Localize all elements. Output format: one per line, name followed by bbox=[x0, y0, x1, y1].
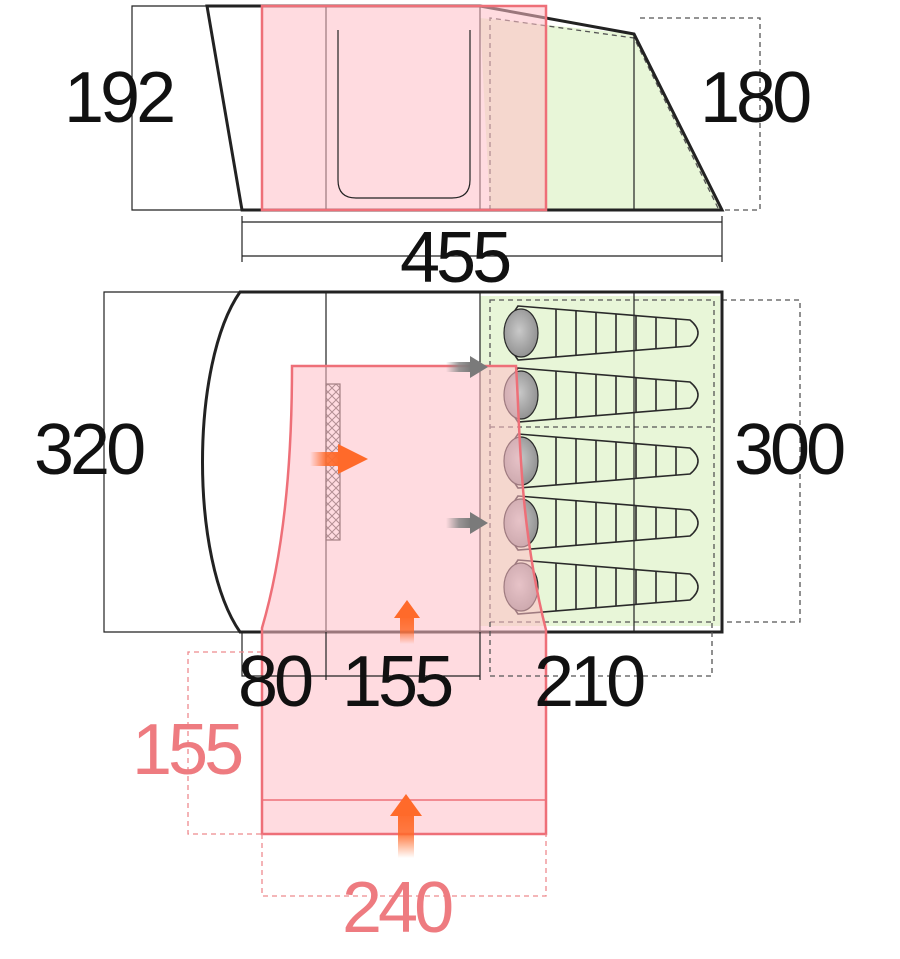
inner-width-label: 300 bbox=[734, 410, 844, 490]
awning-depth-bracket bbox=[187, 651, 262, 835]
total-length-dimension: 455 bbox=[241, 216, 723, 298]
side-rear-height-label: 180 bbox=[700, 58, 810, 138]
awning-floor bbox=[260, 364, 548, 836]
sleeping-bag bbox=[503, 305, 699, 361]
side-front-height-label: 192 bbox=[64, 58, 173, 138]
segment-bracket bbox=[241, 632, 480, 677]
entry-arrow-front bbox=[394, 600, 420, 644]
living-length-label: 155 bbox=[342, 642, 452, 722]
floor-width-bracket bbox=[103, 291, 242, 633]
side-rear-height-bracket bbox=[640, 17, 761, 211]
floor-plan: 320 300 80 155 210 155 240 bbox=[34, 290, 848, 948]
awning-width-bracket bbox=[261, 834, 547, 897]
awning-depth-label: 155 bbox=[132, 710, 242, 790]
awning-width-label: 240 bbox=[342, 868, 452, 948]
inner-width-bracket bbox=[722, 299, 801, 623]
floor-width-label: 320 bbox=[34, 410, 144, 490]
door-arrow-upper bbox=[446, 356, 488, 378]
side-awning bbox=[260, 4, 548, 212]
entry-arrow-side bbox=[310, 444, 368, 474]
total-length-label: 455 bbox=[400, 218, 510, 298]
floor-tent-outline bbox=[201, 290, 724, 634]
side-inner-dashed-outline bbox=[489, 17, 719, 210]
door-arrow-lower bbox=[446, 512, 488, 534]
side-view: 192 180 bbox=[64, 4, 814, 212]
bedroom-bracket bbox=[489, 622, 713, 677]
porch-depth-label: 80 bbox=[238, 642, 312, 722]
side-front-height-bracket bbox=[131, 5, 242, 211]
entry-arrow-awning bbox=[390, 794, 422, 858]
side-door-outline bbox=[337, 30, 471, 199]
bedroom-length-label: 210 bbox=[534, 642, 644, 722]
